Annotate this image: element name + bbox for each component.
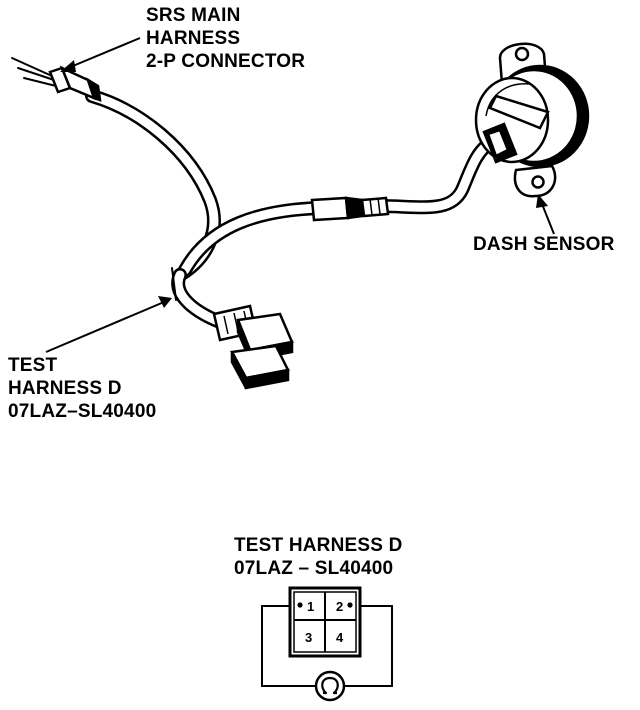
test-harness-schematic-title: TEST HARNESS D 07LAZ – SL40400 (234, 534, 403, 580)
dash-sensor-label-arrow (536, 194, 555, 235)
label-line: TEST HARNESS D (234, 535, 403, 556)
dash-sensor-label: DASH SENSOR (473, 233, 615, 256)
test-harness-label: TEST HARNESS D 07LAZ–SL40400 (8, 354, 156, 423)
ohmmeter-icon (314, 670, 346, 702)
label-line: 07LAZ–SL40400 (8, 401, 157, 422)
dash-sensor (474, 42, 590, 198)
srs-label-arrow (60, 37, 141, 72)
connector-pin: 2 (336, 599, 343, 614)
label-line: 07LAZ – SL40400 (234, 558, 394, 579)
srs-2p-connector (48, 65, 102, 102)
connector-face-diagram: 1 2 3 4 (261, 586, 393, 702)
test-harness-label-arrow (45, 296, 172, 353)
label-line: HARNESS D (8, 378, 122, 399)
srs-main-harness-label: SRS MAIN HARNESS 2-P CONNECTOR (146, 4, 305, 73)
label-line: DASH SENSOR (473, 234, 615, 255)
connector-pin: 4 (336, 630, 344, 645)
label-line: HARNESS (146, 28, 241, 49)
connector-pin: 3 (305, 630, 312, 645)
label-line: SRS MAIN (146, 5, 241, 26)
connector-pin: 1 (307, 599, 314, 614)
label-line: TEST (8, 355, 58, 376)
inline-connector (310, 196, 390, 222)
main-harness-cable (11, 57, 499, 329)
label-line: 2-P CONNECTOR (146, 51, 306, 72)
test-connectors (212, 304, 294, 390)
